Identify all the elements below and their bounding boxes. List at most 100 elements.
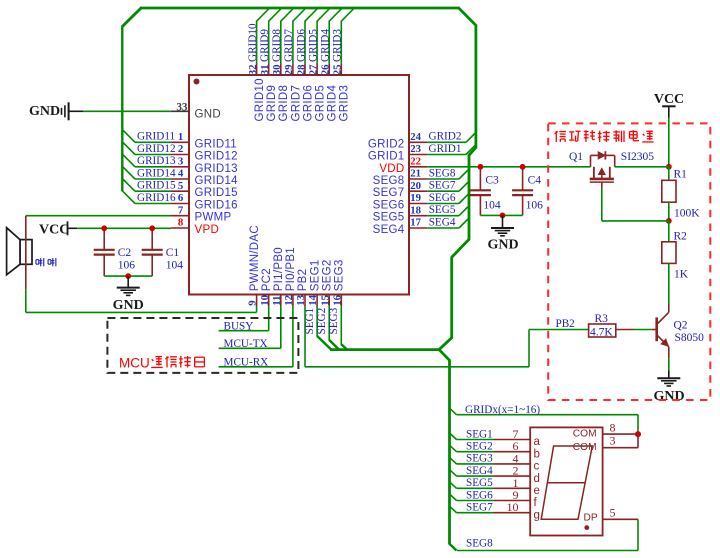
svg-text:PI0/PB1: PI0/PB1	[285, 247, 297, 291]
svg-text:GRID5: GRID5	[307, 29, 319, 62]
svg-text:f: f	[534, 497, 538, 509]
svg-text:2: 2	[178, 143, 183, 155]
svg-text:GRID7: GRID7	[283, 29, 295, 62]
svg-text:1: 1	[178, 131, 183, 143]
svg-text:GRID11: GRID11	[195, 138, 238, 150]
svg-text:SEG5: SEG5	[373, 212, 405, 224]
svg-text:4: 4	[178, 168, 184, 180]
svg-text:MCU-RX: MCU-RX	[224, 356, 269, 368]
svg-text:GRID11: GRID11	[137, 131, 175, 143]
svg-text:C3: C3	[485, 175, 499, 187]
svg-text:GND: GND	[113, 298, 144, 313]
svg-text:GRID16: GRID16	[195, 200, 238, 212]
svg-text:8: 8	[178, 217, 184, 229]
svg-text:10: 10	[259, 295, 271, 306]
svg-text:SEG8: SEG8	[429, 167, 456, 179]
svg-text:GND: GND	[195, 108, 221, 120]
svg-text:SEG3: SEG3	[466, 453, 493, 465]
svg-text:VPD: VPD	[195, 224, 220, 236]
svg-text:15: 15	[319, 295, 331, 306]
svg-text:SEG1: SEG1	[466, 428, 493, 440]
svg-text:GRID1: GRID1	[368, 151, 405, 163]
svg-text:b: b	[534, 448, 540, 460]
svg-text:GRID9: GRID9	[266, 85, 278, 122]
svg-text:23: 23	[410, 143, 421, 155]
svg-text:12: 12	[283, 295, 295, 306]
svg-text:GRID13: GRID13	[195, 163, 238, 175]
svg-text:SEG4: SEG4	[429, 216, 456, 228]
svg-text:2: 2	[513, 464, 519, 478]
svg-text:C1: C1	[166, 247, 180, 259]
svg-text:SEG2: SEG2	[321, 259, 333, 291]
svg-text:31: 31	[259, 65, 271, 76]
svg-text:SEG4: SEG4	[466, 465, 493, 477]
svg-text:3: 3	[178, 156, 184, 168]
svg-text:29: 29	[283, 64, 295, 75]
svg-text:GRID13: GRID13	[137, 155, 176, 167]
svg-text:GRID16: GRID16	[137, 192, 176, 204]
svg-text:27: 27	[307, 64, 319, 75]
svg-text:26: 26	[320, 64, 332, 75]
svg-text:MCU: MCU	[119, 355, 150, 370]
svg-text:SI2305: SI2305	[621, 151, 654, 163]
svg-text:e: e	[534, 485, 540, 497]
svg-text:SEG8: SEG8	[466, 538, 493, 550]
svg-text:SEG6: SEG6	[429, 192, 456, 204]
svg-text:GRID1: GRID1	[429, 143, 462, 155]
svg-text:14: 14	[307, 294, 319, 305]
svg-text:4.7K: 4.7K	[590, 326, 613, 338]
svg-text:24: 24	[410, 131, 421, 143]
svg-text:a: a	[534, 436, 541, 448]
svg-text:GRID6: GRID6	[295, 29, 307, 62]
svg-text:GRID3: GRID3	[332, 29, 344, 62]
svg-text:25: 25	[332, 65, 344, 76]
svg-text:GND: GND	[29, 104, 60, 119]
svg-text:5: 5	[178, 180, 183, 192]
svg-text:PB2: PB2	[297, 269, 309, 292]
svg-text:g: g	[534, 509, 540, 521]
svg-text:PWMN/DAC: PWMN/DAC	[249, 225, 261, 291]
svg-text:SEG7: SEG7	[466, 502, 493, 514]
svg-text:R1: R1	[674, 169, 688, 181]
svg-text:GRID8: GRID8	[271, 29, 283, 62]
svg-text:SEG2: SEG2	[466, 441, 493, 453]
svg-text:GRID2: GRID2	[368, 138, 405, 150]
svg-text:SEG5: SEG5	[429, 204, 456, 216]
svg-text:11: 11	[271, 296, 283, 306]
svg-text:106: 106	[118, 259, 136, 271]
svg-text:GRID3: GRID3	[339, 85, 351, 122]
svg-text:6: 6	[513, 439, 519, 453]
svg-text:7: 7	[178, 204, 184, 216]
svg-text:c: c	[534, 461, 540, 473]
svg-text:PWMP: PWMP	[195, 212, 232, 224]
svg-text:GRID6: GRID6	[302, 85, 314, 122]
svg-text:4: 4	[513, 451, 519, 465]
svg-text:104: 104	[483, 199, 501, 211]
svg-text:GRID14: GRID14	[137, 167, 176, 179]
svg-text:R3: R3	[595, 313, 609, 325]
svg-text:5: 5	[610, 506, 616, 520]
svg-text:8: 8	[610, 420, 616, 434]
svg-text:19: 19	[410, 192, 421, 204]
svg-text:GND: GND	[487, 238, 518, 253]
svg-text:GRID4: GRID4	[327, 85, 339, 122]
svg-text:GRID12: GRID12	[137, 143, 176, 155]
svg-text:R2: R2	[674, 230, 688, 242]
svg-text:SEG6: SEG6	[373, 200, 405, 212]
svg-text:GRID15: GRID15	[137, 180, 176, 192]
svg-text:GRID12: GRID12	[195, 151, 238, 163]
svg-text:COM: COM	[573, 442, 597, 453]
svg-text:GRID10: GRID10	[247, 23, 259, 62]
svg-text:SEG3: SEG3	[334, 259, 346, 291]
svg-text:COM: COM	[573, 429, 597, 440]
svg-text:16: 16	[331, 294, 343, 305]
svg-text:106: 106	[526, 199, 544, 211]
svg-text:GRID5: GRID5	[315, 85, 327, 122]
svg-text:22: 22	[410, 156, 421, 168]
svg-text:17: 17	[410, 217, 421, 229]
svg-text:GRID8: GRID8	[278, 85, 290, 122]
svg-text:VCC: VCC	[39, 222, 69, 237]
svg-text:Q1: Q1	[569, 151, 583, 163]
svg-text:10: 10	[507, 500, 519, 514]
svg-text:PB2: PB2	[556, 318, 575, 330]
